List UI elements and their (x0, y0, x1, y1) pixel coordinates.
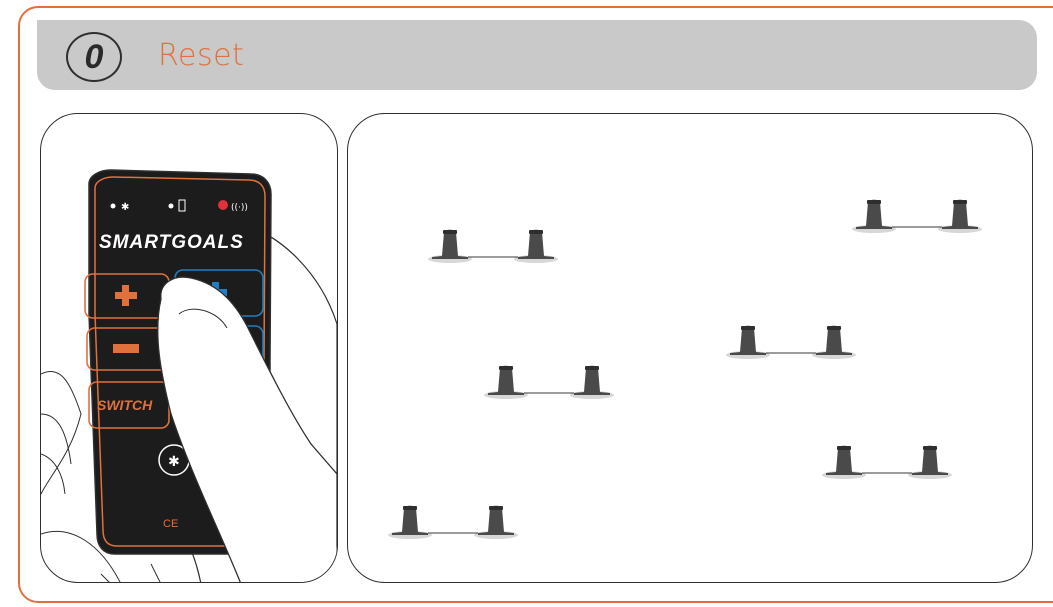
switch-label: SWITCH (97, 397, 152, 413)
cone-pair (726, 322, 856, 362)
ce-mark: CE (163, 518, 178, 530)
hand-remote-illustration: ✱ ((·)) ✱ (41, 114, 338, 583)
cone-pair (822, 442, 952, 482)
cone-pair (484, 362, 614, 402)
cone-pair (388, 502, 518, 542)
status-dot-1 (111, 204, 116, 209)
brand-logo: SMARTGOALS (99, 232, 244, 254)
status-dot-2 (169, 204, 174, 209)
step-title: Reset (158, 38, 244, 73)
signal-led (218, 200, 228, 210)
cone-pair (428, 226, 558, 266)
cone-pair (852, 196, 982, 236)
step-number: 0 (66, 32, 122, 82)
signal-icon: ((·)) (231, 203, 248, 213)
bluetooth-button-icon: ✱ (168, 454, 180, 470)
remote-panel: ✱ ((·)) ✱ SMARTGOALS SWITCH CE (40, 113, 338, 583)
bluetooth-icon: ✱ (121, 202, 129, 213)
